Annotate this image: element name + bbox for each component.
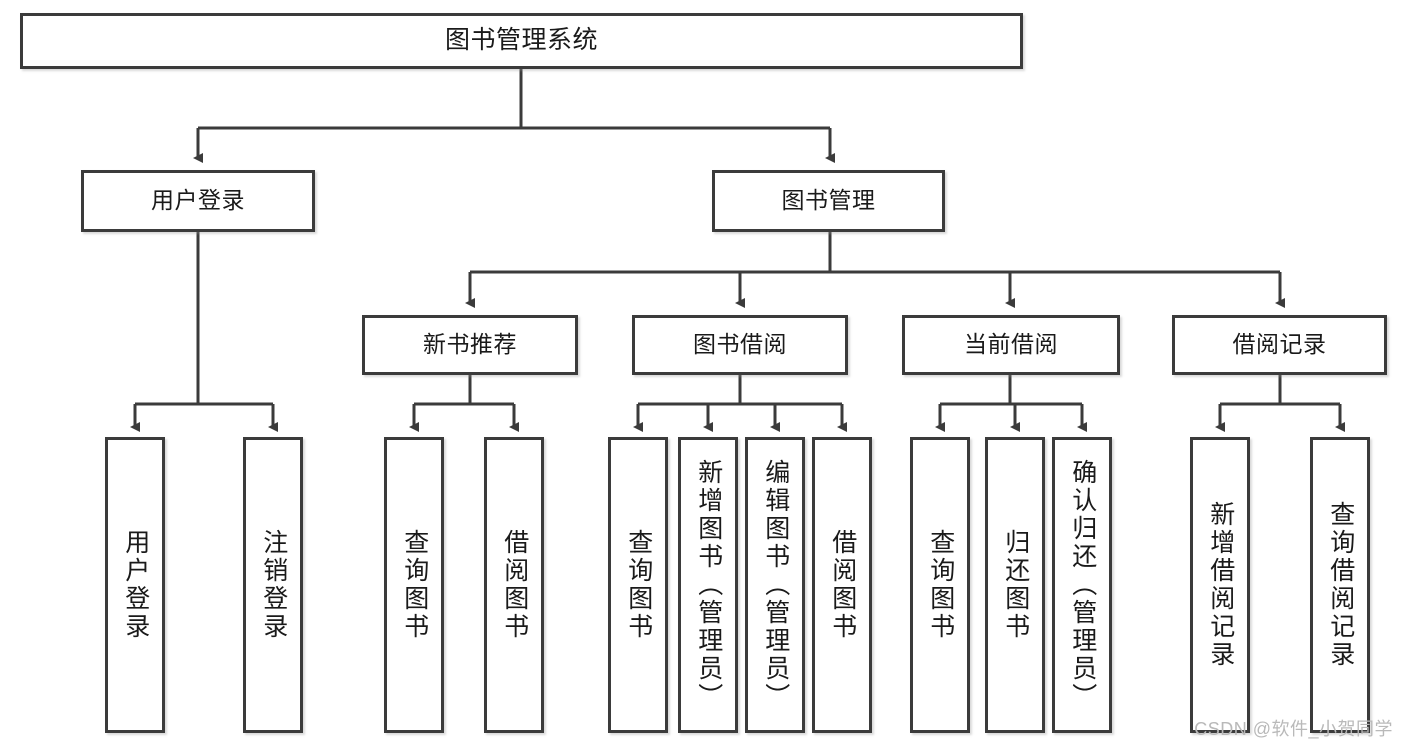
node-leaf-return-book-label: 归还图书 xyxy=(1001,529,1030,641)
node-leaf-query-book-1-label: 查询图书 xyxy=(400,529,429,641)
node-root[interactable]: 图书管理系统 xyxy=(20,13,1023,69)
node-leaf-query-book-2[interactable]: 查询图书 xyxy=(608,437,668,733)
node-book-borrow[interactable]: 图书借阅 xyxy=(632,315,848,375)
node-root-label: 图书管理系统 xyxy=(444,26,598,55)
node-book-borrow-label: 图书借阅 xyxy=(693,331,787,358)
node-leaf-query-record[interactable]: 查询借阅记录 xyxy=(1310,437,1370,733)
connector-bookborrow-to-leaves xyxy=(633,375,847,432)
node-leaf-logout-label: 注销登录 xyxy=(259,529,288,641)
node-user-login-label: 用户登录 xyxy=(151,187,245,214)
node-leaf-borrow-book-2[interactable]: 借阅图书 xyxy=(812,437,872,733)
node-leaf-query-book-1[interactable]: 查询图书 xyxy=(384,437,444,733)
connector-currentborrow-to-leaves xyxy=(935,375,1087,432)
node-leaf-add-record[interactable]: 新增借阅记录 xyxy=(1190,437,1250,733)
node-leaf-query-book-3[interactable]: 查询图书 xyxy=(910,437,970,733)
connector-userlogin-to-leaves xyxy=(130,232,278,432)
node-leaf-borrow-book-1-label: 借阅图书 xyxy=(500,529,529,641)
node-current-borrow[interactable]: 当前借阅 xyxy=(902,315,1120,375)
node-leaf-return-book[interactable]: 归还图书 xyxy=(985,437,1045,733)
watermark-text: CSDN @软件_小贺同学 xyxy=(1194,719,1393,739)
node-user-login[interactable]: 用户登录 xyxy=(81,170,315,232)
node-leaf-query-book-3-label: 查询图书 xyxy=(926,529,955,641)
node-book-manage-label: 图书管理 xyxy=(781,187,876,214)
node-leaf-edit-book[interactable]: 编辑图书（管理员） xyxy=(745,437,805,733)
node-leaf-query-book-2-label: 查询图书 xyxy=(624,529,653,641)
node-leaf-logout[interactable]: 注销登录 xyxy=(243,437,303,733)
connector-root-to-level2 xyxy=(193,69,835,163)
node-borrow-record[interactable]: 借阅记录 xyxy=(1172,315,1387,375)
node-leaf-confirm-return[interactable]: 确认归还（管理员） xyxy=(1052,437,1112,733)
node-book-manage[interactable]: 图书管理 xyxy=(712,170,945,232)
node-leaf-borrow-book-2-label: 借阅图书 xyxy=(828,529,857,641)
node-leaf-user-login[interactable]: 用户登录 xyxy=(105,437,165,733)
node-leaf-edit-book-label: 编辑图书（管理员） xyxy=(761,459,790,711)
connector-bookmanage-to-level3 xyxy=(465,232,1285,308)
node-leaf-user-login-label: 用户登录 xyxy=(121,529,150,641)
connector-newbook-to-leaves xyxy=(409,375,519,432)
node-leaf-add-record-label: 新增借阅记录 xyxy=(1206,501,1235,669)
connector-borrowrecord-to-leaves xyxy=(1215,375,1345,432)
node-new-book-recommend[interactable]: 新书推荐 xyxy=(362,315,578,375)
node-leaf-confirm-return-label: 确认归还（管理员） xyxy=(1068,459,1097,711)
node-leaf-add-book[interactable]: 新增图书（管理员） xyxy=(678,437,738,733)
node-current-borrow-label: 当前借阅 xyxy=(964,331,1058,358)
node-borrow-record-label: 借阅记录 xyxy=(1232,331,1327,358)
node-leaf-borrow-book-1[interactable]: 借阅图书 xyxy=(484,437,544,733)
node-leaf-add-book-label: 新增图书（管理员） xyxy=(694,459,723,711)
node-new-book-recommend-label: 新书推荐 xyxy=(423,331,517,358)
node-leaf-query-record-label: 查询借阅记录 xyxy=(1326,501,1355,669)
